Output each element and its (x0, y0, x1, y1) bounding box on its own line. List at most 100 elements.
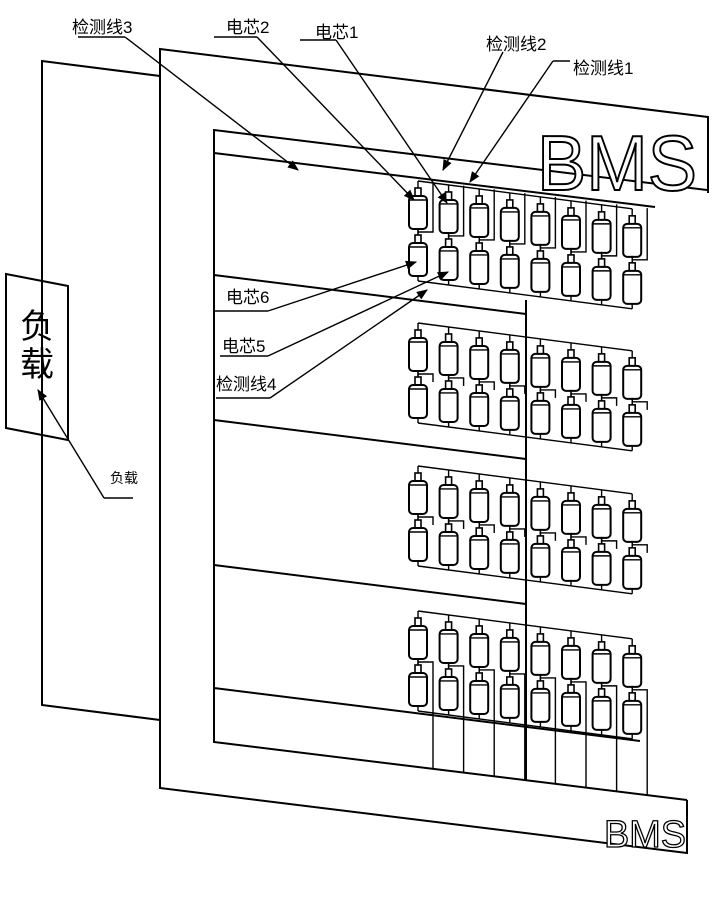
label-sense-line-1: 检测线1 (573, 59, 633, 78)
battery-cell (469, 377, 490, 431)
sense-wire (479, 189, 495, 241)
battery-cell (530, 626, 551, 680)
battery-cell (561, 342, 581, 396)
battery-group (408, 180, 648, 310)
bottom-rail (417, 422, 633, 452)
battery-cell (499, 669, 520, 723)
battery-cell (469, 188, 490, 242)
inner-frame (213, 128, 708, 801)
sense-wire (509, 193, 526, 245)
battery-group (408, 322, 648, 452)
battery-cell (469, 520, 490, 574)
battery-cell (591, 536, 612, 590)
sense-wire (418, 373, 434, 382)
sense-wire (632, 208, 648, 261)
sense-wire (509, 528, 526, 537)
leader-sense-line-3 (124, 36, 299, 171)
sense-wire (540, 532, 557, 541)
label-cell-2: 电芯2 (226, 18, 269, 37)
sense-wire (448, 520, 465, 529)
battery-cell (622, 638, 643, 692)
label-sense-line-2: 检测线2 (486, 35, 546, 54)
battery-cell (499, 381, 520, 435)
battery-cell (530, 481, 551, 535)
battery-group (408, 465, 648, 595)
leader-sense-line-1 (469, 60, 554, 183)
shelf-4 (213, 687, 641, 742)
sense-wire (479, 669, 495, 777)
shelf-2 (213, 419, 527, 460)
shelf-3 (213, 564, 527, 605)
battery-cell (469, 330, 490, 384)
battery-cell (561, 247, 581, 301)
load-loop-frame (41, 59, 161, 721)
sense-wire (509, 385, 526, 394)
battery-cell (408, 658, 428, 711)
battery-cell (530, 243, 551, 297)
battery-cell (591, 251, 612, 305)
battery-cell (561, 532, 581, 586)
sense-wire (571, 681, 587, 788)
battery-cell (438, 184, 459, 238)
sense-wire (479, 381, 495, 390)
bottom-rail (417, 565, 633, 595)
sense-wire (479, 524, 495, 533)
battery-cell (530, 528, 551, 582)
battery-cell (438, 469, 459, 523)
battery-cell (591, 393, 612, 447)
battery-cell (591, 634, 612, 688)
battery-cell (499, 239, 520, 293)
battery-cell (622, 685, 643, 739)
label-load-callout: 负载 (110, 470, 138, 486)
sense-wire (418, 661, 434, 769)
sense-wire (418, 181, 434, 233)
top-rail (417, 610, 633, 640)
battery-cell (499, 334, 520, 388)
battery-cell (561, 630, 581, 684)
battery-cell (469, 618, 490, 672)
label-cell-1: 电芯1 (315, 23, 358, 42)
leader-cell-5 (267, 271, 450, 357)
battery-cell (591, 681, 612, 735)
sense-wire (540, 389, 557, 398)
sense-wire (448, 185, 465, 237)
battery-cell (622, 350, 643, 404)
sense-wire (540, 677, 557, 784)
sense-wire (632, 544, 648, 553)
battery-cell (438, 516, 459, 570)
battery-cell (591, 489, 612, 543)
leader-cell-1 (335, 39, 448, 204)
label-sense-line-4: 检测线4 (216, 375, 276, 394)
battery-cell (530, 338, 551, 392)
battery-cell (438, 231, 459, 285)
battery-cell (561, 200, 581, 254)
battery-cell (469, 473, 490, 527)
leader-cell-2 (256, 36, 415, 201)
battery-cell (408, 466, 428, 519)
battery-cell (561, 485, 581, 539)
battery-cell (622, 208, 643, 262)
sense-wire (601, 685, 618, 792)
leader-load (37, 389, 105, 499)
top-rail (417, 322, 633, 352)
battery-cell (408, 323, 428, 376)
battery-cell (530, 673, 551, 727)
battery-cell (438, 614, 459, 668)
battery-cell (591, 204, 612, 258)
label-sense-line-3: 检测线3 (72, 18, 132, 37)
sense-wire (540, 196, 557, 249)
bms-top-label: BMS (537, 119, 697, 207)
battery-cell (622, 255, 643, 309)
battery-cell (469, 235, 490, 289)
battery-cell (499, 192, 520, 246)
bms-outer-frame (159, 47, 709, 855)
battery-cell (469, 665, 490, 719)
battery-cell (591, 346, 612, 400)
battery-cell (408, 611, 428, 664)
shelf-1 (213, 274, 527, 315)
battery-cell (408, 513, 428, 566)
leader-cell-6 (267, 260, 418, 312)
sense-wire (632, 689, 648, 796)
label-cell-5: 电芯5 (222, 337, 265, 356)
